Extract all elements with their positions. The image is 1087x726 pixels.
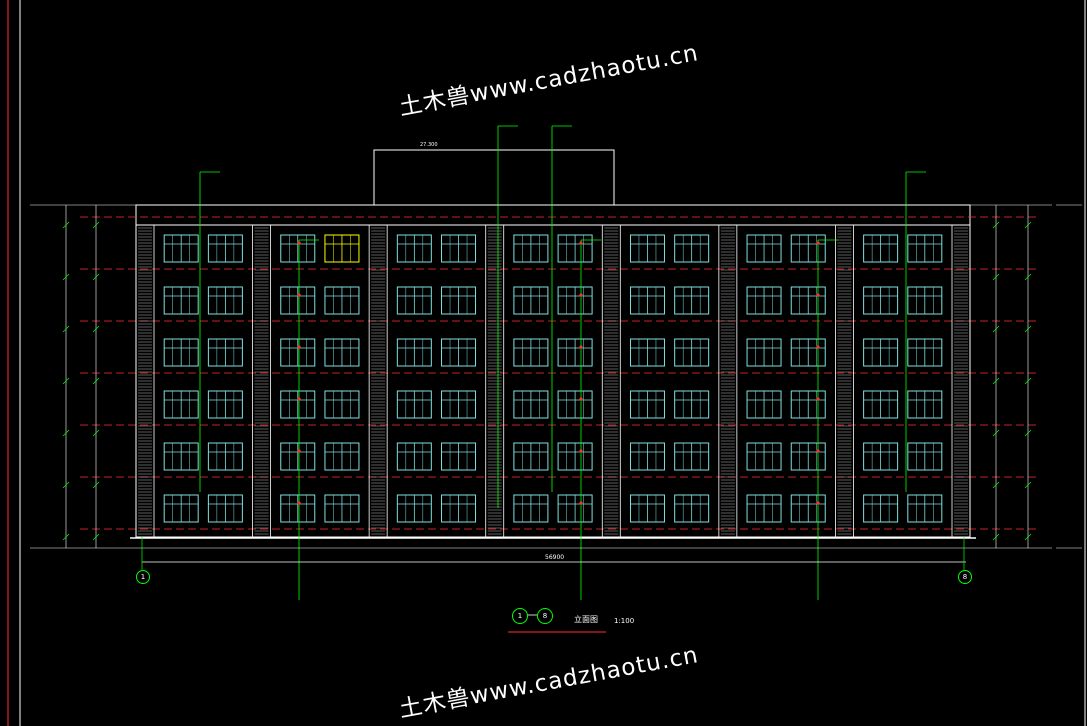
parapet (135, 204, 971, 226)
column (252, 224, 271, 538)
roof-level-mark: 27.300 (420, 142, 438, 148)
column (718, 224, 738, 538)
leader-dot (816, 293, 820, 297)
dimension-tick (992, 273, 1000, 281)
dimension-tick (1024, 533, 1032, 541)
dimension-tick (92, 273, 100, 281)
leader-lines (199, 125, 926, 600)
leader-dot (816, 397, 820, 401)
axis-bubble-left: 1 (136, 570, 150, 584)
dimension-tick (62, 273, 70, 281)
column (951, 224, 971, 538)
leader-dot (297, 241, 301, 245)
leader-dot (297, 501, 301, 505)
detail-bubble-right: 8 (537, 608, 553, 624)
axis-bubble-right: 8 (958, 570, 972, 584)
column (368, 224, 388, 538)
dimension-tick (92, 429, 100, 437)
leader-dot (816, 345, 820, 349)
detail-bubble-left: 1 (512, 608, 528, 624)
column (601, 224, 621, 538)
leader-dot (579, 241, 583, 245)
dimension-tick (62, 429, 70, 437)
dimension-tick (1024, 273, 1032, 281)
total-dimension: 56900 (545, 554, 565, 561)
leader-dot (816, 449, 820, 453)
dimension-tick (92, 533, 100, 541)
drawing-title: 立面图 (574, 615, 598, 624)
dimension-tick (992, 429, 1000, 437)
dimension-tick (62, 221, 70, 229)
dimension-tick (62, 325, 70, 333)
leader-dot (579, 345, 583, 349)
dimension-tick (1024, 325, 1032, 333)
leader-dot (297, 397, 301, 401)
dimension-tick (92, 221, 100, 229)
window-grid (163, 234, 943, 523)
leader-dot (297, 449, 301, 453)
dimension-tick (992, 325, 1000, 333)
dimension-tick (992, 533, 1000, 541)
facade-columns (135, 224, 971, 538)
leader-dot (816, 501, 820, 505)
column (835, 224, 854, 538)
dimension-tick (992, 377, 1000, 385)
dimension-tick (62, 377, 70, 385)
dimension-tick (992, 221, 1000, 229)
dimension-tick (92, 377, 100, 385)
roof-enclosure (373, 149, 615, 206)
dimension-tick (1024, 221, 1032, 229)
leader-dot (579, 293, 583, 297)
leader-dot (579, 449, 583, 453)
dimension-lines (30, 204, 1082, 549)
column (485, 224, 505, 538)
drawing-scale: 1:100 (614, 617, 635, 625)
dimension-tick (62, 481, 70, 489)
dimension-tick (92, 325, 100, 333)
leader-dot (816, 241, 820, 245)
dimension-tick (92, 481, 100, 489)
leader-dot (297, 293, 301, 297)
dimension-tick (1024, 377, 1032, 385)
leader-dot (297, 345, 301, 349)
dimension-tick (62, 533, 70, 541)
dimension-tick (1024, 481, 1032, 489)
level-lines (80, 216, 1040, 530)
dimension-tick (1024, 429, 1032, 437)
column (135, 224, 155, 538)
leader-dot (579, 501, 583, 505)
leader-dot (579, 397, 583, 401)
dimension-tick (992, 481, 1000, 489)
